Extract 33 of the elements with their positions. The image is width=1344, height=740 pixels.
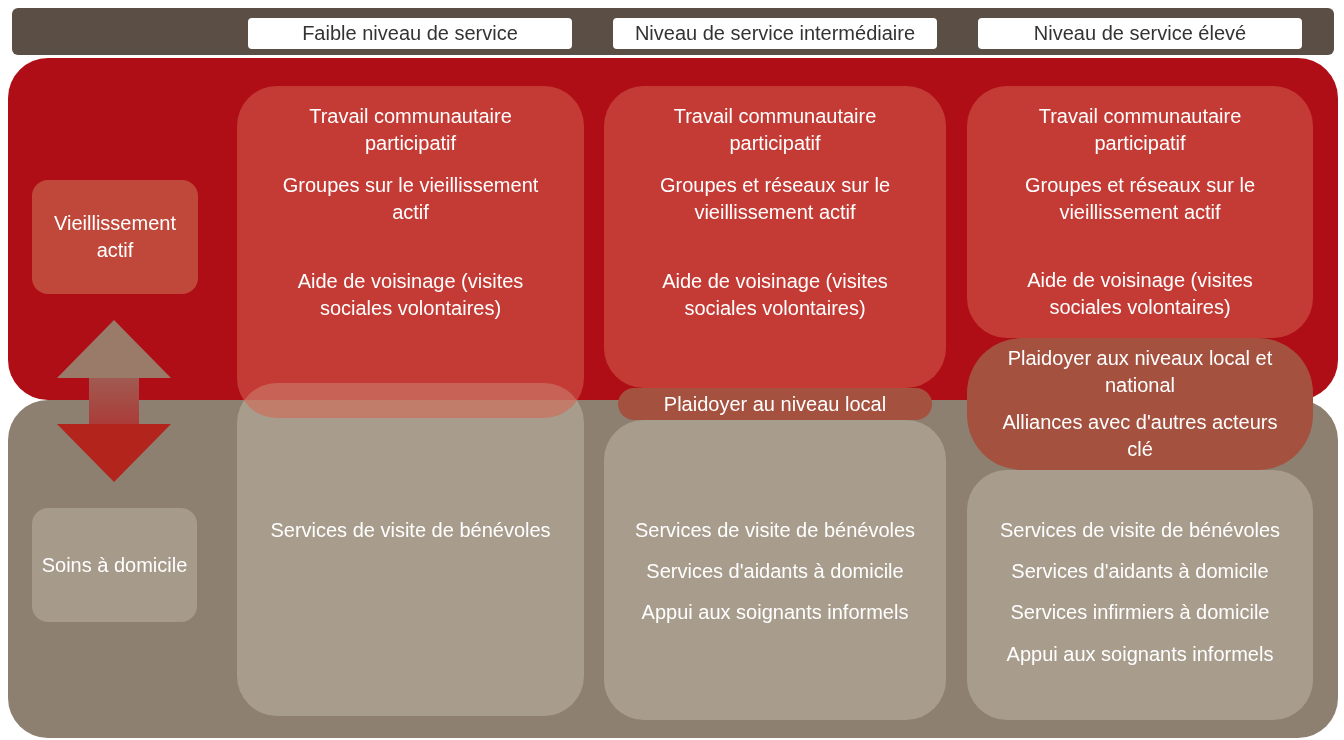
box-text: Groupes et réseaux sur le vieillissement actif xyxy=(1023,173,1257,225)
box-text: Services de visite de bénévoles xyxy=(269,518,552,543)
column-title: Niveau de service intermédiaire xyxy=(633,21,917,46)
column-title: Niveau de service élevé xyxy=(1032,21,1248,46)
box-text: Appui aux soignants informels xyxy=(1005,642,1275,667)
double-arrow xyxy=(57,320,171,482)
box-text: Soins à domicile xyxy=(40,552,189,578)
column-header xyxy=(248,18,572,49)
box-text: Vieillissement actif xyxy=(53,211,177,263)
header-bar xyxy=(12,8,1334,55)
box-text: Aide de voisinage (visites sociales volontaires) xyxy=(661,269,889,321)
box-text: Services de visite de bénévoles xyxy=(634,518,916,543)
row-label-box xyxy=(32,508,197,622)
column-header xyxy=(613,18,937,49)
box-text: Services d'aidants à domicile xyxy=(1010,559,1270,584)
column-title: Faible niveau de service xyxy=(301,21,519,46)
box-text: Aide de voisinage (visites sociales volontaires) xyxy=(296,269,525,321)
service-box xyxy=(618,388,932,420)
row-label-box xyxy=(32,180,198,294)
box-text: Plaidoyer au niveau local xyxy=(662,391,888,417)
column-header xyxy=(978,18,1302,49)
box-text: Travail communautaire participatif xyxy=(308,104,513,156)
box-text: Aide de voisinage (visites sociales volontaires) xyxy=(1026,268,1254,320)
box-text: Services de visite de bénévoles xyxy=(998,518,1282,543)
box-text: Services infirmiers à domicile xyxy=(1009,600,1271,625)
box-text: Travail communautaire participatif xyxy=(672,104,878,156)
box-text: Appui aux soignants informels xyxy=(640,600,910,625)
box-text: Groupes sur le vieillissement actif xyxy=(281,173,540,225)
box-text: Groupes et réseaux sur le vieillissement actif xyxy=(658,173,892,225)
box-text: Plaidoyer aux niveaux local et national xyxy=(1006,346,1274,398)
box-text: Travail communautaire participatif xyxy=(1037,104,1243,156)
box-text: Services d'aidants à domicile xyxy=(645,559,905,584)
box-text: Alliances avec d'autres acteurs clé xyxy=(1001,410,1279,462)
